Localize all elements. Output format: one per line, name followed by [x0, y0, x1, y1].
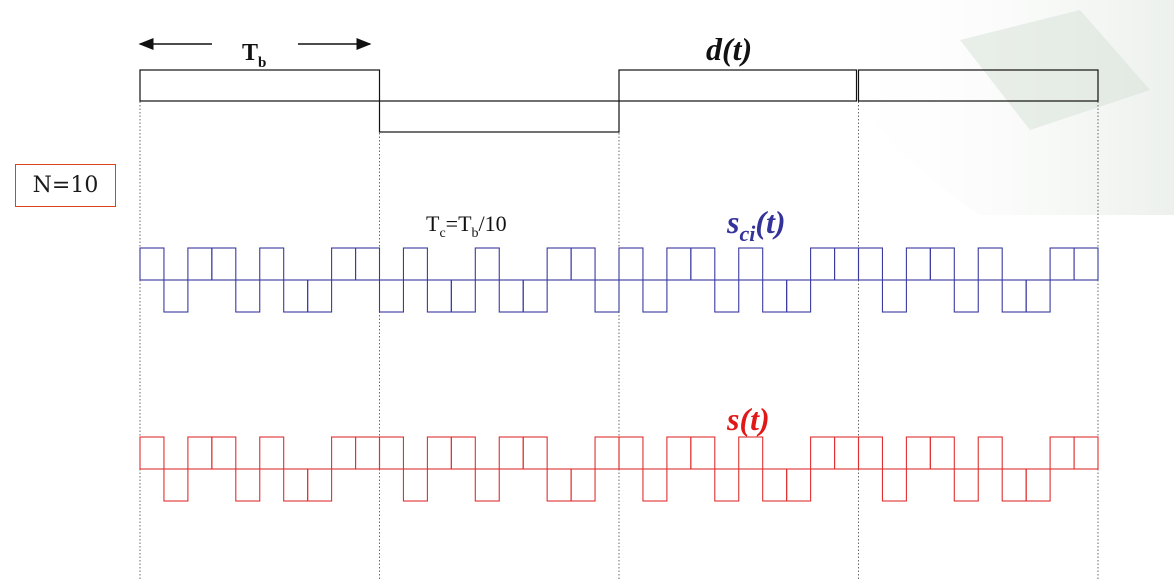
chip	[666, 436, 692, 470]
chip	[1049, 436, 1075, 470]
chip	[259, 436, 285, 470]
chip	[139, 247, 165, 281]
data-bit	[378, 100, 620, 133]
chip	[522, 279, 548, 313]
chip	[450, 436, 476, 470]
chip	[857, 247, 884, 281]
chip	[642, 279, 668, 313]
chip	[786, 468, 812, 502]
data-bit	[857, 69, 1099, 102]
chip	[235, 468, 261, 502]
chip	[211, 436, 237, 470]
chip	[953, 468, 979, 502]
chip	[402, 247, 428, 281]
chip	[953, 279, 979, 313]
chip	[331, 436, 357, 470]
chip	[235, 279, 261, 313]
chip	[283, 279, 309, 313]
bit-boundary-guides	[139, 70, 1099, 580]
chip-duration-label: Tc=Tb/10	[426, 211, 507, 241]
chip	[187, 247, 213, 281]
chip	[307, 279, 333, 313]
background-decoration	[820, 0, 1174, 215]
chip	[354, 247, 381, 281]
chip	[570, 247, 596, 281]
chip	[546, 468, 572, 502]
chip	[211, 247, 237, 281]
chip	[1001, 468, 1027, 502]
chip	[618, 436, 644, 470]
chip	[738, 247, 764, 281]
chip	[833, 436, 860, 470]
chip	[402, 468, 428, 502]
chip	[977, 436, 1003, 470]
chip	[378, 436, 405, 470]
chip	[1073, 436, 1099, 470]
chip	[786, 279, 812, 313]
chip	[881, 468, 907, 502]
chip	[426, 436, 452, 470]
chip	[977, 247, 1003, 281]
chip	[690, 436, 716, 470]
spreading-code-signal	[139, 247, 1099, 313]
chip	[450, 279, 476, 313]
chip	[331, 247, 357, 281]
chip	[594, 279, 620, 313]
chip	[833, 247, 860, 281]
chips-per-bit-box: N=10	[15, 164, 116, 207]
chip	[570, 468, 596, 502]
chip	[474, 468, 500, 502]
chips-per-bit-label: N=10	[32, 173, 99, 198]
chip	[762, 279, 788, 313]
chip	[163, 468, 189, 502]
chip	[905, 247, 931, 281]
chip	[642, 468, 668, 502]
chip	[810, 436, 836, 470]
chip	[714, 468, 740, 502]
spread-signal-label: s(t)	[726, 401, 770, 437]
chip	[762, 468, 788, 502]
chip	[163, 279, 189, 313]
chip	[929, 247, 955, 281]
chip	[259, 247, 285, 281]
chip	[1025, 468, 1051, 502]
chip	[905, 436, 931, 470]
tb-indicator: Tb	[138, 38, 372, 71]
chip	[522, 436, 548, 470]
data-signal	[139, 69, 1099, 133]
chip	[139, 436, 165, 470]
chip	[618, 247, 644, 281]
chip	[738, 436, 764, 470]
chip	[810, 247, 836, 281]
chip	[307, 468, 333, 502]
data-bit	[139, 69, 381, 102]
chip	[187, 436, 213, 470]
chip	[690, 247, 716, 281]
chip	[546, 247, 572, 281]
chip	[498, 279, 524, 313]
chip	[354, 436, 381, 470]
chip	[426, 279, 452, 313]
tb-label: Tb	[242, 40, 266, 71]
chip	[881, 279, 907, 313]
chip	[283, 468, 309, 502]
chip	[498, 436, 524, 470]
code-signal-label: sci(t)	[726, 204, 786, 246]
data-bit	[618, 69, 858, 102]
chip	[1049, 247, 1075, 281]
chip	[714, 279, 740, 313]
chip	[474, 247, 500, 281]
chip	[666, 247, 692, 281]
chip	[1073, 247, 1099, 281]
data-signal-label: d(t)	[706, 31, 752, 67]
chip	[1001, 279, 1027, 313]
chip	[857, 436, 884, 470]
chip	[594, 436, 620, 470]
spread-signal	[139, 436, 1099, 502]
chip	[1025, 279, 1051, 313]
chip	[929, 436, 955, 470]
chip	[378, 279, 405, 313]
